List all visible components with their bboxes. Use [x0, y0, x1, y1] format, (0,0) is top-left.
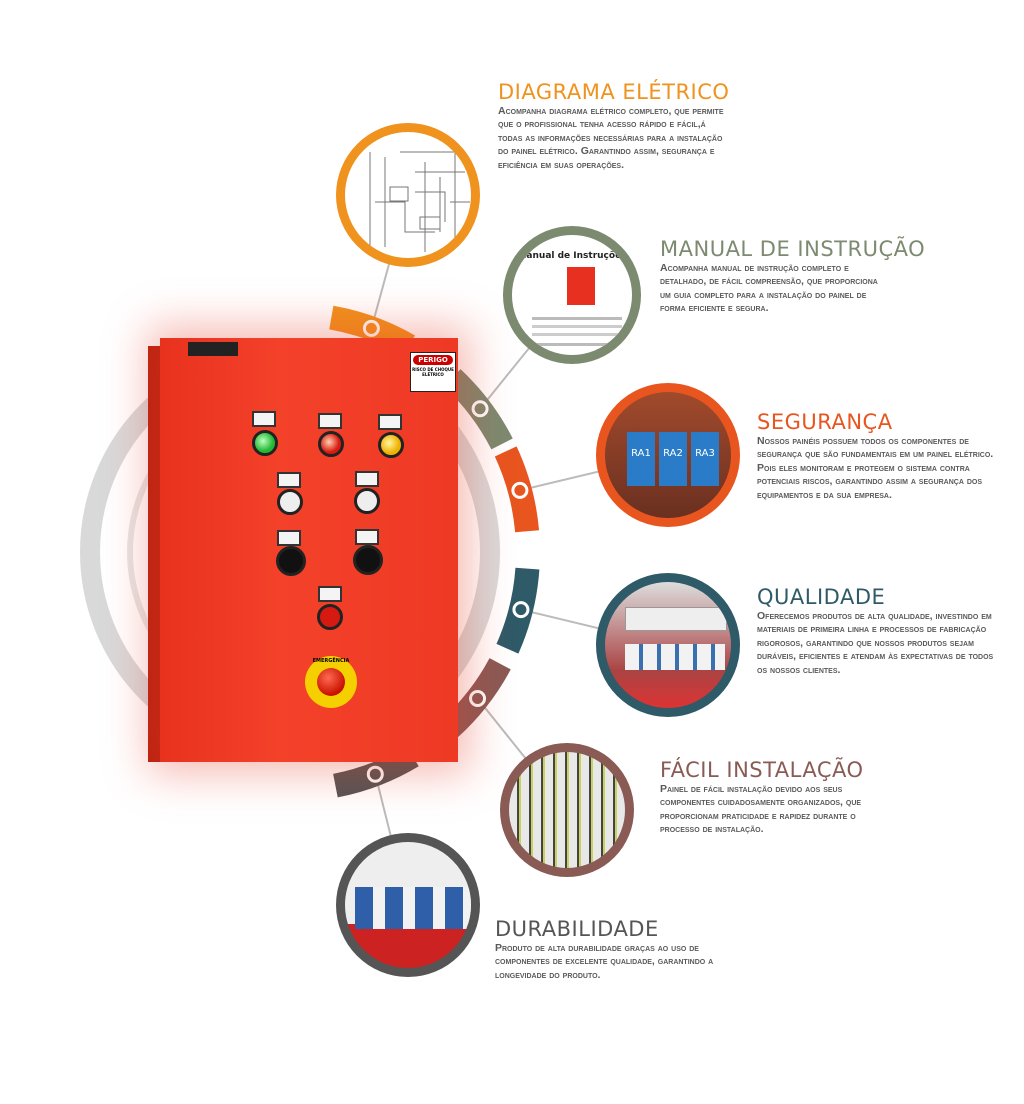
- segment-marker-icon: [469, 690, 487, 708]
- feature-facil-instalacao: FÁCIL INSTALAÇÃO Painel de fácil instala…: [660, 758, 885, 837]
- warning-sign: PERIGO RISCO DE CHOQUE ELÉTRICO: [410, 352, 456, 392]
- segment-marker-icon: [512, 601, 530, 619]
- yellow-pilot-lamp: [378, 432, 404, 458]
- warning-sign-title: PERIGO: [413, 355, 453, 365]
- relay-ra3: RA3: [691, 432, 719, 486]
- arc-segment: [496, 567, 540, 654]
- selector-label: [277, 530, 301, 546]
- button-label: [277, 472, 301, 488]
- safety-relays-photo: RA1 RA2 RA3: [598, 385, 738, 525]
- contactors: [625, 644, 725, 670]
- quality-components-photo: [598, 575, 738, 715]
- feature-title: SEGURANÇA: [757, 410, 893, 434]
- feature-diagrama-eletrico: DIAGRAMA ELÉTRICO Acompanha diagrama elé…: [498, 80, 730, 172]
- green-pilot-lamp: [252, 430, 278, 456]
- warning-sign-subtitle: RISCO DE CHOQUE ELÉTRICO: [412, 367, 454, 377]
- feature-description: Oferecemos produtos de alta qualidade, i…: [757, 610, 994, 676]
- feature-title: MANUAL DE INSTRUÇÃO: [660, 237, 926, 261]
- electrical-panel-image: PERIGO RISCO DE CHOQUE ELÉTRICO EMERGÊNC…: [160, 338, 458, 762]
- segment-marker-icon: [366, 765, 384, 783]
- manual-caption: Manual de Instruções: [517, 251, 627, 261]
- terminal-blocks-photo: [502, 745, 632, 875]
- segment-marker-icon: [471, 400, 489, 418]
- manual-text-lines: [532, 317, 622, 320]
- manual-photo: Manual de Instruções: [505, 228, 639, 362]
- feature-title: FÁCIL INSTALAÇÃO: [660, 758, 864, 782]
- segment-marker-icon: [511, 481, 529, 499]
- arc-segment: [494, 446, 540, 533]
- feature-title: QUALIDADE: [757, 585, 886, 609]
- panel-plate: [188, 342, 238, 356]
- emergency-stop: EMERGÊNCIA: [305, 656, 357, 708]
- lamp-label: [318, 413, 342, 429]
- contactor-row: [355, 887, 471, 929]
- manual-panel-image: [567, 267, 595, 305]
- feature-description: Acompanha diagrama elétrico completo, qu…: [498, 105, 724, 171]
- lamp-label: [252, 411, 276, 427]
- red-pilot-lamp: [318, 431, 344, 457]
- breakers: [625, 607, 727, 631]
- panel-side: [148, 346, 162, 762]
- relay-ra1: RA1: [627, 432, 655, 486]
- feature-description: Painel de fácil instalação devido aos se…: [660, 783, 862, 836]
- durability-components-photo: [338, 835, 478, 975]
- lamp-label: [378, 414, 402, 430]
- feature-title: DIAGRAMA ELÉTRICO: [498, 80, 730, 104]
- button-label: [355, 471, 379, 487]
- feature-description: Produto de alta durabilidade graças ao u…: [495, 942, 714, 981]
- button-label: [318, 586, 342, 602]
- selector-label: [355, 529, 379, 545]
- feature-description: Acompanha manual de instrução completo e…: [660, 262, 878, 315]
- relay-ra2: RA2: [659, 432, 687, 486]
- diagram-photo: [338, 125, 478, 265]
- white-push-button: [354, 488, 380, 514]
- feature-durabilidade: DURABILIDADE Produto de alta durabilidad…: [495, 917, 735, 982]
- feature-qualidade: QUALIDADE Oferecemos produtos de alta qu…: [757, 585, 997, 677]
- segment-marker-icon: [362, 319, 380, 337]
- white-push-button: [277, 489, 303, 515]
- emergency-label: EMERGÊNCIA: [312, 658, 350, 664]
- feature-description: Nossos painéis possuem todos os componen…: [757, 435, 994, 501]
- selector-switch: [276, 546, 306, 576]
- selector-switch: [353, 545, 383, 575]
- feature-seguranca: SEGURANÇA Nossos painéis possuem todos o…: [757, 410, 997, 502]
- feature-manual-de-instrucao: MANUAL DE INSTRUÇÃO Acompanha manual de …: [660, 237, 926, 316]
- emergency-button: [317, 668, 345, 696]
- wiring-diagram-icon: [369, 151, 470, 252]
- feature-title: DURABILIDADE: [495, 917, 659, 941]
- red-push-button: [317, 604, 343, 630]
